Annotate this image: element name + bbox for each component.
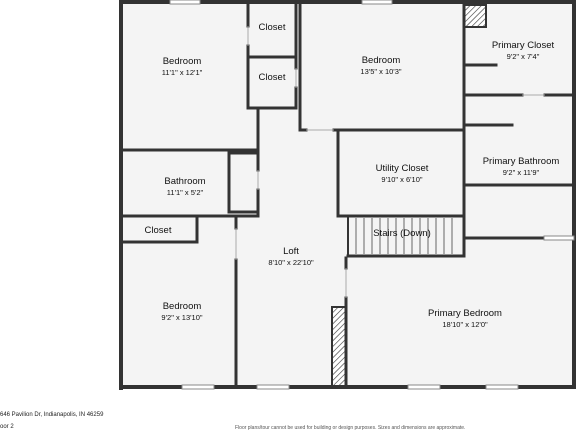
room-name-stairs: Stairs (Down) bbox=[373, 228, 431, 239]
room-name-closet-2: Closet bbox=[259, 72, 286, 83]
door-openings bbox=[235, 26, 545, 298]
room-name-bathroom: Bathroom bbox=[164, 176, 205, 187]
room-dims-bathroom: 11'1" x 5'2" bbox=[167, 188, 204, 197]
room-name-utility-closet: Utility Closet bbox=[376, 163, 429, 174]
room-name-primary-bathroom: Primary Bathroom bbox=[483, 156, 560, 167]
wall-chase-bottom bbox=[331, 306, 347, 387]
wall-chase-top bbox=[463, 4, 487, 28]
room-name-primary-closet: Primary Closet bbox=[492, 40, 555, 51]
floor-label: oor 2 bbox=[0, 424, 14, 430]
room-dims-primary-bedroom: 18'10" x 12'0" bbox=[442, 320, 488, 329]
room-name-bedroom-1: Bedroom bbox=[163, 56, 202, 67]
room-dims-bedroom-2: 13'5" x 10'3" bbox=[360, 67, 401, 76]
room-name-closet-3: Closet bbox=[145, 225, 172, 236]
room-dims-loft: 8'10" x 22'10" bbox=[268, 258, 314, 267]
room-name-loft: Loft bbox=[283, 246, 299, 257]
room-name-closet-1: Closet bbox=[259, 22, 286, 33]
room-name-bedroom-2: Bedroom bbox=[362, 55, 401, 66]
windows bbox=[169, 0, 575, 390]
disclaimer-text: Floor plans/tour cannot be used for buil… bbox=[235, 425, 466, 431]
room-dims-bedroom-3: 9'2" x 13'10" bbox=[161, 313, 202, 322]
room-dims-bedroom-1: 11'1" x 12'1" bbox=[162, 68, 203, 77]
stair-treads bbox=[355, 218, 453, 254]
room-dims-primary-closet: 9'2" x 7'4" bbox=[507, 52, 540, 61]
room-dims-primary-bathroom: 9'2" x 11'9" bbox=[503, 168, 540, 177]
room-name-bedroom-3: Bedroom bbox=[163, 301, 202, 312]
address-text: 646 Pavilion Dr, Indianapolis, IN 46259 bbox=[0, 412, 104, 418]
room-name-primary-bedroom: Primary Bedroom bbox=[428, 308, 502, 319]
room-labels: Bedroom 11'1" x 12'1" Closet Closet Bedr… bbox=[145, 22, 560, 329]
floor-area bbox=[121, 0, 576, 388]
room-dims-utility-closet: 9'10" x 6'10" bbox=[381, 175, 422, 184]
